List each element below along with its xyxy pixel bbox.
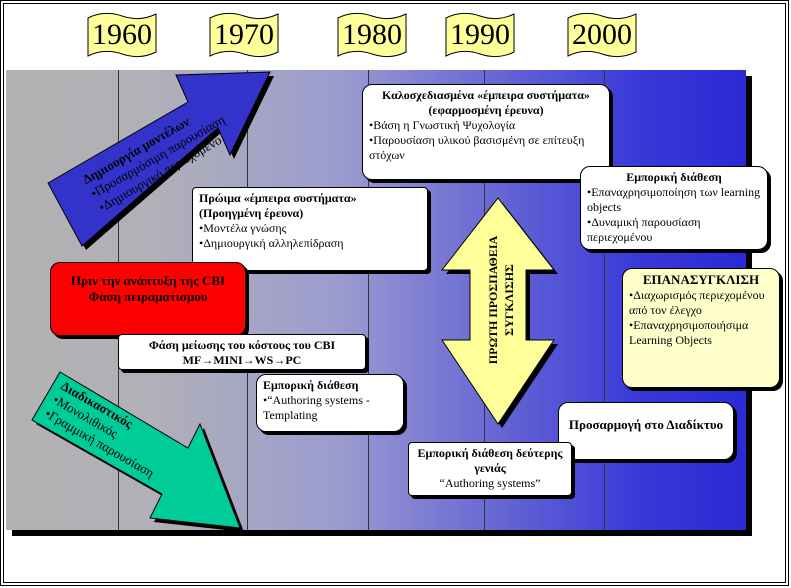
box-item: •Επαναχρησιμοποιήσιμα Learning Objects — [629, 318, 749, 348]
year-banner-1970: 1970 — [206, 10, 282, 60]
year-label: 1960 — [92, 18, 152, 51]
platform-line: MF→MINI→WS→PC — [182, 353, 302, 367]
commercial-second-generation: Εμπορική διάθεση δεύτερης γενιάς “Author… — [408, 442, 572, 496]
box-title: Εμπορική διάθεση — [263, 378, 359, 392]
web-adaptation-box: Προσαρμογή στο Διαδίκτυο — [558, 402, 734, 460]
year-label: 1990 — [450, 18, 510, 51]
pre-cbi-phase: Πριν την ανάπτυξη της CBI Φαση πειραματι… — [50, 262, 246, 336]
box-title: Εμπορική διάθεση — [626, 170, 722, 184]
commercial-availability-learning-objects: Εμπορική διάθεση •Επαναχρησιμοποίηση των… — [580, 166, 768, 250]
year-label: 1970 — [214, 18, 274, 51]
year-label: 1980 — [342, 18, 402, 51]
box-item: •Δημιουργική αλληλεπίδραση — [199, 236, 344, 250]
convergence-label: ΠΡΩΤΗ ΠΡΟΣΠΑΘΕΙΑ ΣΥΓΚΛΙΣΗΣ — [486, 235, 516, 365]
year-banner-1960: 1960 — [84, 10, 160, 60]
box-title: ΕΠΑΝΑΣΥΓΚΛΙΣΗ — [642, 272, 760, 287]
pre-cbi-line: Φαση πειραματισμου — [88, 289, 208, 305]
year-banner-1980: 1980 — [334, 10, 410, 60]
box-title: Φάση μείωσης του κόστους του CBI — [148, 338, 336, 352]
box-line: “Authoring systems” — [439, 476, 541, 490]
year-label: 2000 — [572, 18, 632, 51]
box-item: •Διαχωρισμός περιεχομένου από τον έλεγχο — [629, 288, 765, 318]
year-banner-1990: 1990 — [442, 10, 518, 60]
year-banner-2000: 2000 — [564, 10, 640, 60]
box-title: Καλοσχεδιασμένα «έμπειρα συστήματα» (εφα… — [382, 88, 590, 117]
cost-reduction-phase: Φάση μείωσης του κόστους του CBI MF→MINI… — [118, 334, 366, 370]
reconvergence-box: ΕΠΑΝΑΣΥΓΚΛΙΣΗ •Διαχωρισμός περιεχομένου … — [622, 268, 780, 388]
box-title: Πρώιμα «έμπειρα συστήματα» (Προηγμένη έρ… — [199, 191, 357, 220]
commercial-availability-authoring: Εμπορική διάθεση •“Authoring systems - T… — [256, 374, 404, 432]
box-item: •Παρουσίαση υλικού βασισμένη σε επίτευξη… — [369, 133, 585, 162]
timeline-shadow-bottom — [12, 530, 752, 536]
pre-cbi-line: Πριν την ανάπτυξη της CBI — [70, 273, 226, 288]
divider-1980 — [368, 70, 369, 530]
box-item: •“Authoring systems - Templating — [263, 393, 370, 422]
box-item: •Επαναχρησιμοποίηση των learning objects — [587, 185, 761, 214]
box-title: Εμπορική διάθεση δεύτερης γενιάς — [417, 446, 563, 475]
well-designed-expert-systems: Καλοσχεδιασμένα «έμπειρα συστήματα» (εφα… — [362, 84, 610, 180]
box-title: Προσαρμογή στο Διαδίκτυο — [568, 417, 724, 432]
box-item: •Δυναμική παρουσίαση περιεχομένου — [587, 215, 701, 244]
box-item: •Βάση η Γνωστική Ψυχολογία — [369, 118, 516, 132]
box-item: •Μοντέλα γνώσης — [199, 221, 287, 235]
early-expert-systems: Πρώιμα «έμπειρα συστήματα» (Προηγμένη έρ… — [192, 187, 428, 271]
divider-1970 — [247, 70, 248, 530]
divider-2000 — [604, 70, 605, 530]
inner-frame — [3, 3, 786, 583]
